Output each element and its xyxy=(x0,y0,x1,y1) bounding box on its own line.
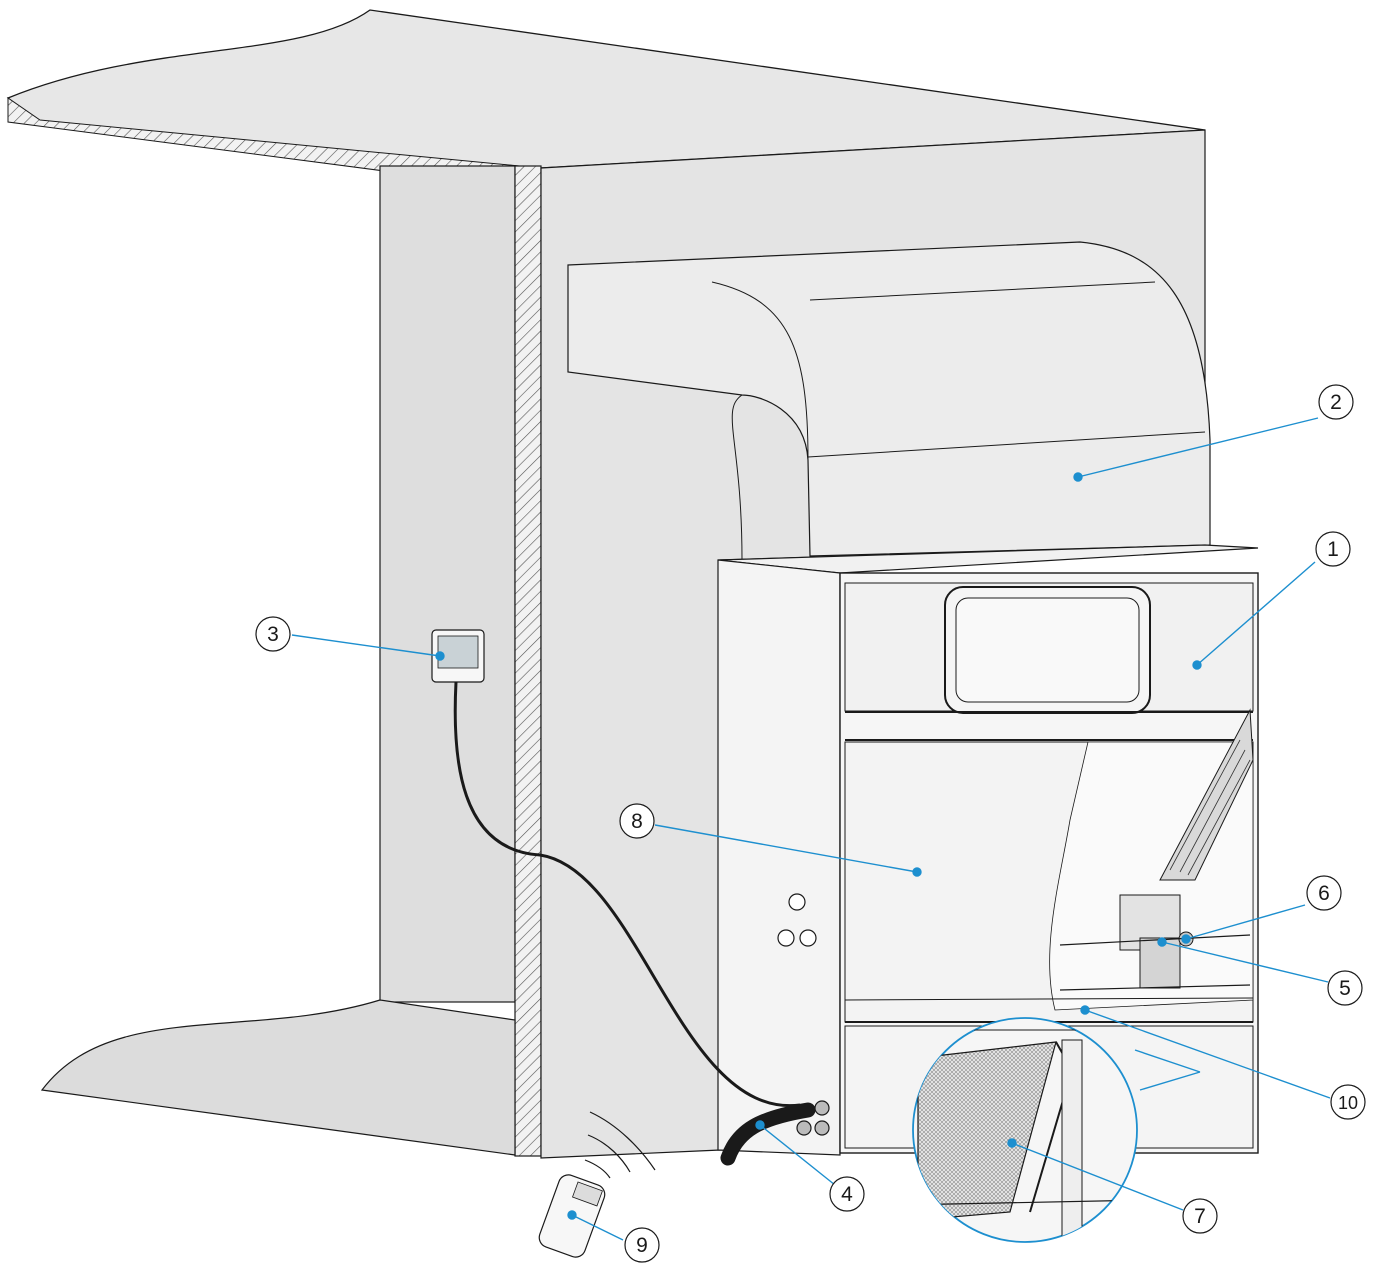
air-handling-unit xyxy=(717,544,1259,1156)
callout-8: 8 xyxy=(619,803,655,839)
callout-9: 9 xyxy=(624,1227,660,1263)
connection-pipe xyxy=(720,1102,816,1166)
callout-2-label: 2 xyxy=(1330,391,1342,414)
supply-air-duct xyxy=(567,241,1211,561)
callout-4: 4 xyxy=(829,1176,865,1212)
callout-1-label: 1 xyxy=(1327,538,1339,561)
callout-5-label: 5 xyxy=(1339,977,1351,1000)
callout-5: 5 xyxy=(1327,970,1363,1006)
filter-magnified-detail xyxy=(912,1017,1201,1243)
controller-cable xyxy=(453,681,801,1107)
callout-6-label: 6 xyxy=(1318,882,1330,905)
wireless-signal-icon xyxy=(584,1111,656,1179)
callout-9-label: 9 xyxy=(636,1234,648,1257)
callout-10-label: 10 xyxy=(1338,1093,1358,1113)
wired-controller-icon xyxy=(431,629,485,683)
callout-4-label: 4 xyxy=(841,1183,853,1206)
callout-3-label: 3 xyxy=(267,623,279,646)
callout-2: 2 xyxy=(1318,384,1354,420)
left-wall xyxy=(379,165,542,1157)
callout-1: 1 xyxy=(1315,531,1351,567)
callout-leaders xyxy=(291,417,1331,1241)
callout-7: 7 xyxy=(1182,1198,1218,1234)
callout-10: 10 xyxy=(1330,1084,1366,1120)
callout-6: 6 xyxy=(1306,875,1342,911)
callout-7-label: 7 xyxy=(1194,1205,1206,1228)
callout-8-label: 8 xyxy=(631,810,643,833)
callout-3: 3 xyxy=(255,616,291,652)
floor-slab xyxy=(40,999,516,1156)
